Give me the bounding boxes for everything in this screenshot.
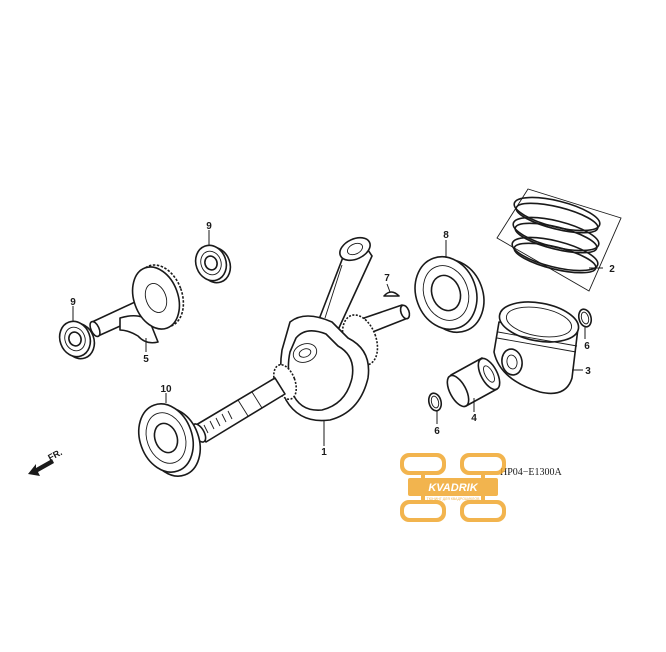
callout-pin-clip-left: 6: [434, 426, 440, 437]
crank-bearing-left: [137, 403, 202, 477]
front-label: FR.: [46, 447, 63, 463]
callout-crankshaft: 1: [321, 447, 327, 458]
balancer-bearing-top: [194, 244, 232, 284]
callout-labels: 1 2 3 4 5 6 6 7 8 9 9 10: [70, 221, 615, 458]
callout-crank-bearing: 8: [443, 230, 449, 241]
kvadrik-logo: KVADRIK ТЮНИНГ ДЛЯ КВАДРОЦИКЛОВ: [400, 453, 506, 522]
callout-balancer-shaft: 5: [143, 354, 149, 365]
balancer-bearing-left: [58, 320, 96, 360]
leader-lines: [72, 230, 603, 446]
watermark-brand: KVADRIK: [428, 482, 478, 494]
woodruff-key: [383, 291, 400, 297]
watermark-tagline: ТЮНИНГ ДЛЯ КВАДРОЦИКЛОВ: [427, 497, 481, 501]
pin-clip-left: [427, 392, 443, 412]
piston-pin: [446, 357, 501, 408]
front-direction-indicator: FR.: [28, 447, 64, 476]
pin-clip-right: [577, 308, 593, 328]
callout-piston-ring-set: 2: [609, 264, 615, 275]
piston: [493, 301, 580, 395]
callout-balancer-bearing-top: 9: [206, 221, 212, 232]
callout-crank-bearing-left: 10: [160, 384, 172, 395]
callout-piston: 3: [585, 366, 591, 377]
piston-ring-set: [496, 188, 622, 292]
callout-woodruff-key: 7: [384, 273, 390, 284]
balancer-shaft: [89, 264, 185, 344]
callout-balancer-bearing-left: 9: [70, 297, 76, 308]
crankshaft: [191, 236, 411, 443]
diagram-code: HP04−E1300A: [500, 467, 563, 478]
callout-pin-clip-right: 6: [584, 341, 590, 352]
crank-bearing-right: [414, 255, 485, 334]
callout-piston-pin: 4: [471, 413, 477, 424]
front-arrow-icon: [28, 459, 54, 476]
